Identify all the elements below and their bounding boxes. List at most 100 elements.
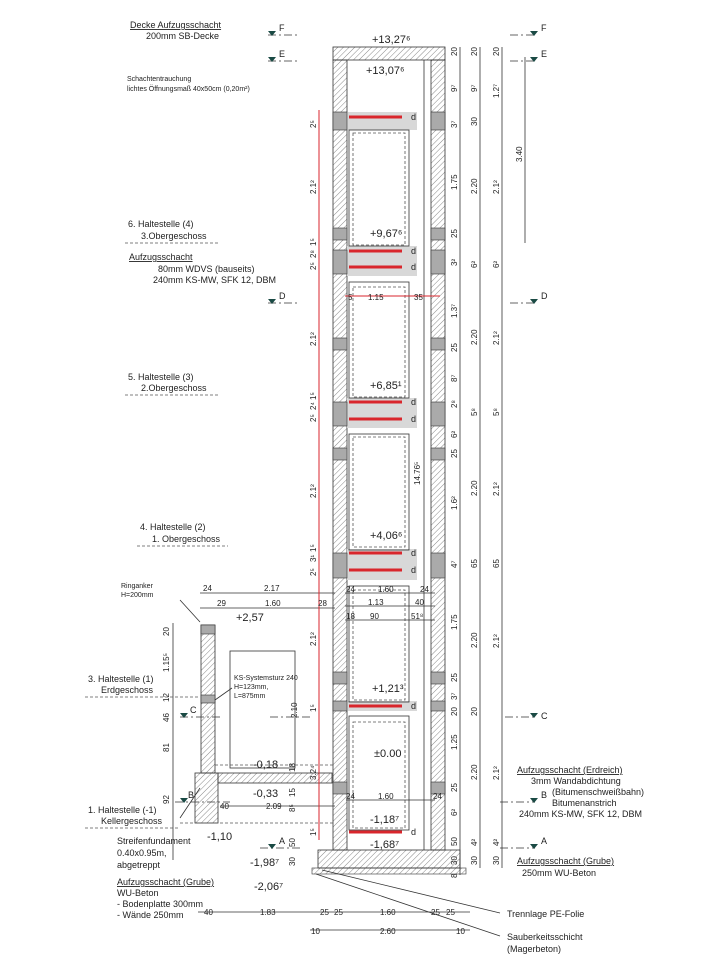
svg-text:3.40: 3.40: [515, 146, 524, 162]
svg-text:2⁸: 2⁸: [450, 400, 459, 408]
svg-text:30: 30: [470, 117, 479, 126]
svg-text:2⁵: 2⁵: [309, 262, 318, 270]
svg-text:30: 30: [470, 856, 479, 865]
svg-text:46: 46: [162, 713, 171, 722]
section-axes: [175, 34, 535, 849]
d-labels: dd dd dd dd d: [411, 112, 416, 837]
svg-text:Bitumenanstrich: Bitumenanstrich: [552, 798, 617, 808]
annex-dimension-texts: 24 2.17 29 1.60 28 20 1.15⁵ 12 46 81 92 …: [162, 584, 327, 866]
svg-text:B: B: [188, 790, 194, 800]
svg-text:1.60: 1.60: [265, 599, 281, 608]
pit-floor-slab: [317, 849, 461, 869]
svg-text:A: A: [541, 836, 547, 846]
svg-text:d: d: [411, 112, 416, 122]
svg-text:92: 92: [162, 795, 171, 804]
svg-text:1.83: 1.83: [260, 908, 276, 917]
svg-text:+13,27⁶: +13,27⁶: [372, 34, 410, 46]
svg-text:2.1²: 2.1²: [492, 331, 501, 345]
svg-text:1⁵: 1⁵: [309, 704, 318, 712]
leader-blinding: [315, 873, 501, 937]
svg-text:40: 40: [204, 908, 213, 917]
svg-text:H=123mm,: H=123mm,: [234, 684, 268, 691]
svg-text:18: 18: [346, 612, 355, 621]
svg-text:2⁵: 2⁵: [309, 120, 318, 128]
svg-text:81: 81: [162, 743, 171, 752]
svg-text:3.2⁴: 3.2⁴: [309, 765, 318, 780]
svg-text:+4,06⁶: +4,06⁶: [370, 530, 402, 542]
svg-text:25: 25: [450, 229, 459, 238]
dimension-lines: [172, 47, 526, 931]
svg-text:2.20: 2.20: [470, 178, 479, 194]
ceiling-title: Decke Aufzugsschacht: [130, 20, 222, 30]
svg-text:25: 25: [446, 908, 455, 917]
svg-text:-0,18: -0,18: [253, 759, 278, 771]
svg-text:F: F: [541, 23, 547, 33]
svg-text:65: 65: [470, 559, 479, 568]
svg-text:1. Haltestelle (-1): 1. Haltestelle (-1): [88, 805, 157, 815]
svg-text:2.1²: 2.1²: [309, 180, 318, 194]
svg-text:200mm SB-Decke: 200mm SB-Decke: [146, 31, 219, 41]
svg-text:1.3⁷: 1.3⁷: [450, 304, 459, 318]
svg-text:25: 25: [320, 908, 329, 917]
svg-text:1.60: 1.60: [378, 585, 394, 594]
svg-text:80mm WDVS (bauseits): 80mm WDVS (bauseits): [158, 264, 255, 274]
svg-text:H=200mm: H=200mm: [121, 592, 154, 599]
svg-text:25: 25: [450, 449, 459, 458]
svg-text:2.Obergeschoss: 2.Obergeschoss: [141, 383, 207, 393]
svg-text:1. Obergeschoss: 1. Obergeschoss: [152, 534, 221, 544]
svg-text:lichtes Öffnungsmaß 40x50cm (0: lichtes Öffnungsmaß 40x50cm (0,20m²): [127, 85, 250, 93]
svg-text:-2,06⁷: -2,06⁷: [254, 881, 283, 893]
svg-text:6. Haltestelle (4): 6. Haltestelle (4): [128, 219, 194, 229]
svg-text:1.6²: 1.6²: [450, 496, 459, 510]
door-openings: [352, 132, 406, 829]
svg-text:5: 5: [348, 293, 353, 302]
svg-text:d: d: [411, 414, 416, 424]
leader-pe-foil: [321, 869, 501, 914]
svg-text:2⁵: 2⁵: [309, 414, 318, 422]
svg-text:28: 28: [318, 599, 327, 608]
svg-text:4⁷: 4⁷: [450, 561, 459, 568]
svg-text:-1,10: -1,10: [207, 831, 232, 843]
svg-text:65: 65: [492, 559, 501, 568]
svg-text:2.20: 2.20: [470, 632, 479, 648]
svg-text:Schachtentrauchung: Schachtentrauchung: [127, 76, 191, 83]
svg-text:Aufzugsschacht: Aufzugsschacht: [129, 252, 193, 262]
svg-text:25: 25: [450, 673, 459, 682]
svg-text:d: d: [411, 262, 416, 272]
svg-text:24: 24: [433, 792, 442, 801]
svg-text:1.15⁵: 1.15⁵: [162, 653, 171, 672]
svg-text:B: B: [541, 790, 547, 800]
svg-text:- Wände 250mm: - Wände 250mm: [117, 910, 184, 920]
svg-text:20: 20: [450, 707, 459, 716]
svg-text:2.09: 2.09: [266, 802, 282, 811]
svg-text:24: 24: [203, 584, 212, 593]
svg-text:10: 10: [456, 927, 465, 936]
svg-text:50: 50: [288, 838, 297, 847]
svg-text:30: 30: [450, 856, 459, 865]
svg-text:3. Haltestelle (1): 3. Haltestelle (1): [88, 674, 154, 684]
svg-text:d: d: [411, 827, 416, 837]
svg-text:24: 24: [420, 585, 429, 594]
svg-text:E: E: [279, 49, 285, 59]
opening-frames: [348, 129, 410, 831]
svg-text:Trennlage PE-Folie: Trennlage PE-Folie: [507, 909, 584, 919]
red-dimension-texts: 2⁵ 2.1² 2⁵ 2⁸ 1⁵ 2.1² 2⁵ 2⁴ 1⁵ 2.1² 2⁵ 3…: [309, 120, 423, 836]
svg-text:-1,68⁷: -1,68⁷: [370, 839, 399, 851]
svg-text:1.75: 1.75: [450, 614, 459, 630]
svg-text:5⁸: 5⁸: [470, 408, 479, 416]
svg-text:1⁵: 1⁵: [309, 828, 318, 836]
svg-text:+2,57: +2,57: [236, 612, 264, 624]
svg-text:+6,85¹: +6,85¹: [370, 380, 402, 392]
svg-text:2⁸: 2⁸: [309, 250, 318, 258]
svg-text:6²: 6²: [492, 261, 501, 268]
svg-text:35: 35: [414, 293, 423, 302]
svg-text:F: F: [279, 23, 285, 33]
svg-text:- Bodenplatte 300mm: - Bodenplatte 300mm: [117, 899, 203, 909]
svg-text:50: 50: [450, 837, 459, 846]
svg-text:Sauberkeitsschicht: Sauberkeitsschicht: [507, 932, 583, 942]
svg-text:24: 24: [346, 585, 355, 594]
svg-text:3⁷: 3⁷: [450, 121, 459, 128]
svg-text:4²: 4²: [492, 839, 501, 846]
